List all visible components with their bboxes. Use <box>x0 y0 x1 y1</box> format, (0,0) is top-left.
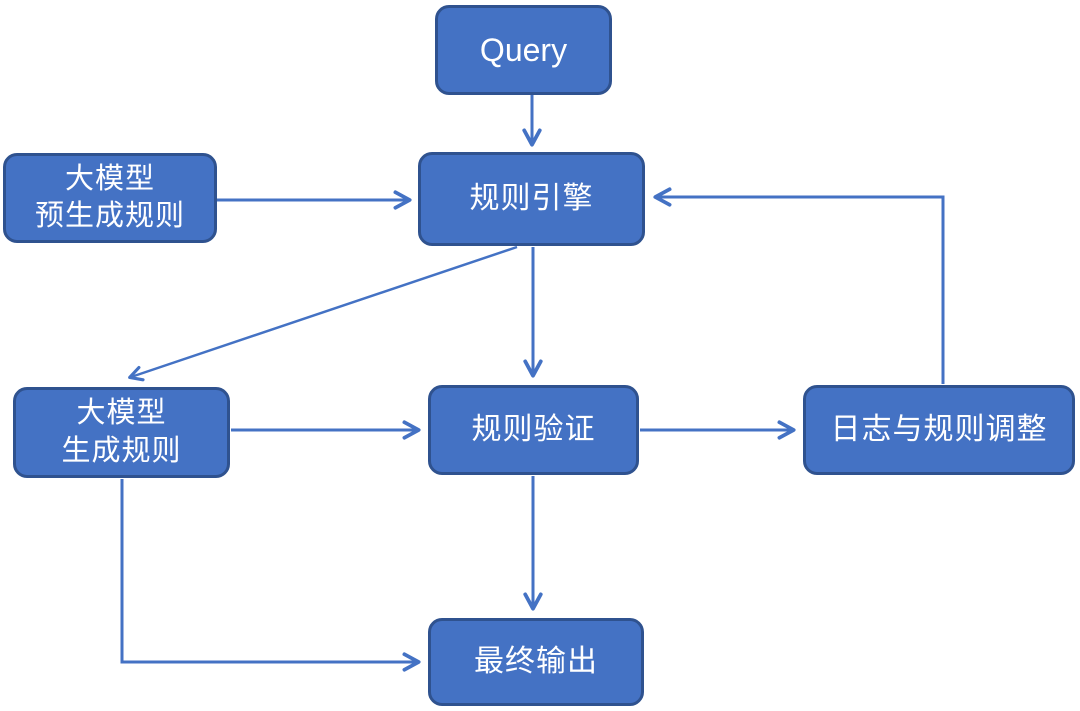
node-rule-validation-label: 规则验证 <box>471 412 596 446</box>
node-rule-engine-label: 规则引擎 <box>469 181 594 215</box>
edge-rule-engine-to-gen-rules <box>128 245 518 382</box>
node-gen-rules: 大模型 生成规则 <box>13 387 230 478</box>
node-gen-rules-label: 大模型 生成规则 <box>61 397 182 467</box>
node-final-output: 最终输出 <box>428 618 644 706</box>
node-rule-engine: 规则引擎 <box>418 152 645 246</box>
node-pregen-rules: 大模型 预生成规则 <box>3 153 217 243</box>
node-pregen-rules-label: 大模型 预生成规则 <box>34 162 185 232</box>
node-log-adjustment: 日志与规则调整 <box>803 385 1075 475</box>
node-rule-validation: 规则验证 <box>428 385 639 475</box>
node-query-label: Query <box>479 31 568 68</box>
node-final-output-label: 最终输出 <box>474 644 598 678</box>
node-query: Query <box>435 5 612 95</box>
edge-log-adjustment-to-rule-engine <box>653 187 945 384</box>
edge-gen-rules-to-final-output <box>120 479 421 672</box>
node-log-adjustment-label: 日志与规则调整 <box>830 412 1048 446</box>
